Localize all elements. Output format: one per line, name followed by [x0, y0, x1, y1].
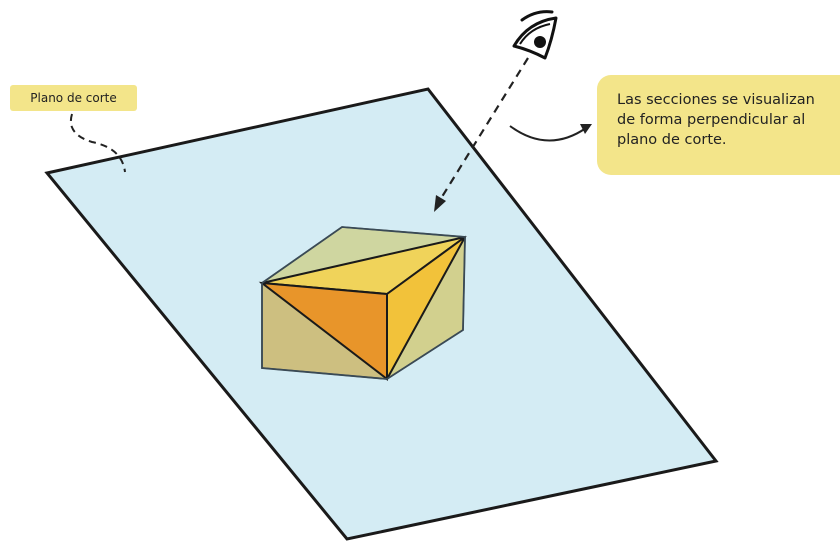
plane-label-leader	[70, 113, 126, 173]
section-front-triangle	[258, 281, 388, 382]
note-curved-arrow	[509, 125, 587, 142]
explanation-callout: Las secciones se visualizan de forma per…	[597, 75, 840, 175]
plane-label: Plano de corte	[10, 85, 137, 111]
view-direction-arrowhead	[434, 195, 446, 212]
section-solid	[258, 226, 468, 382]
callout-line-1: Las secciones se visualizan	[617, 92, 815, 108]
cube-outline	[261, 226, 466, 380]
note-curved-arrowhead	[580, 124, 592, 134]
callout-line-3: plano de corte.	[617, 132, 727, 148]
eye-icon	[512, 10, 558, 60]
callout-line-2: de forma perpendicular al	[617, 112, 806, 128]
